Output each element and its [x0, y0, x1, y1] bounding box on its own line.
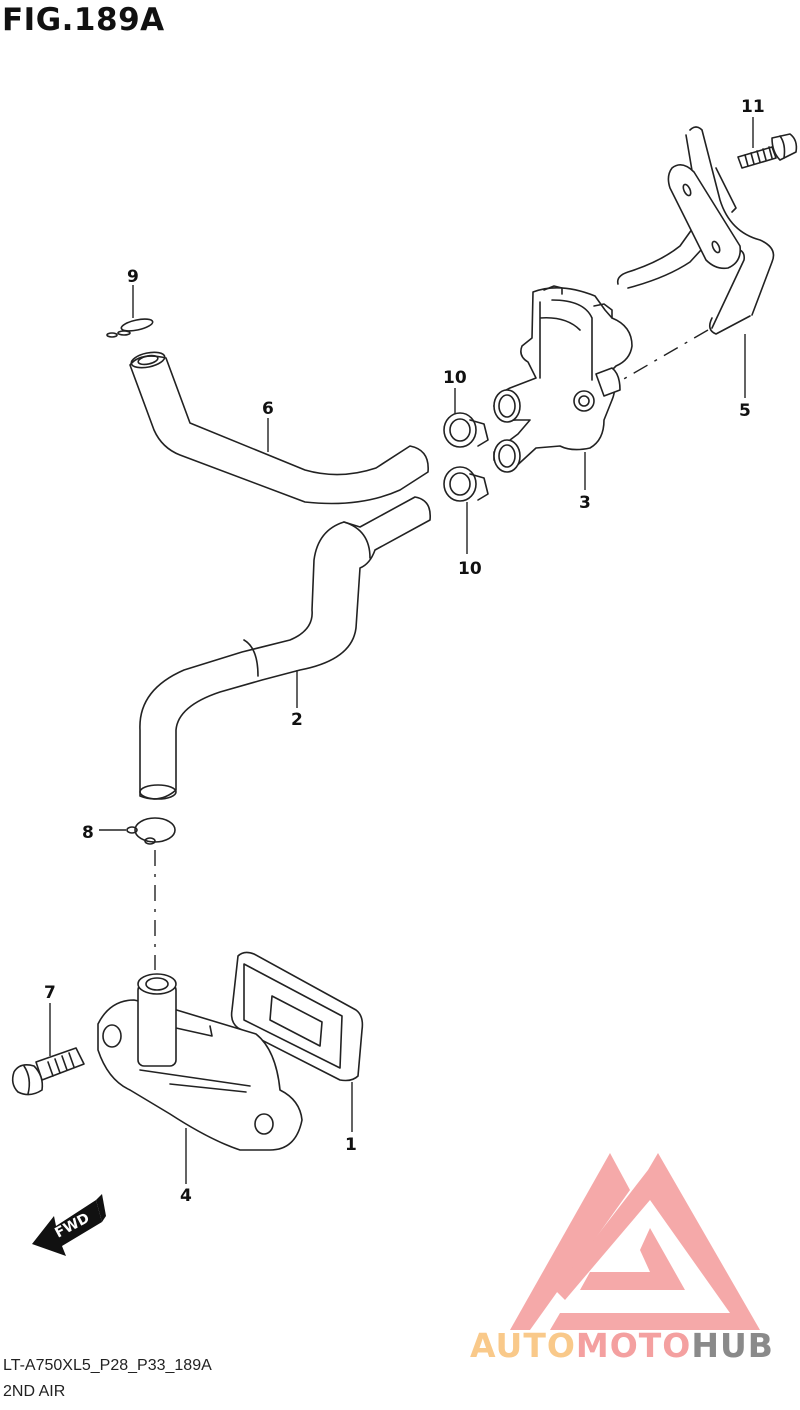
callout-2: 2: [291, 710, 303, 730]
figure-title: FIG.189A: [2, 2, 165, 38]
callout-10-lower: 10: [458, 559, 482, 579]
part-7-bolt[interactable]: [11, 1047, 85, 1096]
assembly-line-5: [621, 329, 709, 381]
callout-6: 6: [262, 399, 274, 419]
watermark-text-hub: HUB: [691, 1326, 774, 1365]
callout-10-upper: 10: [443, 368, 467, 388]
watermark-logo: [510, 1153, 760, 1330]
part-10-clamp-upper[interactable]: [443, 412, 489, 448]
watermark-text-auto: AUTO: [470, 1326, 576, 1365]
callout-8: 8: [82, 823, 94, 843]
part-9-clamp[interactable]: [106, 317, 154, 338]
watermark-text: AUTOMOTOHUB: [470, 1326, 774, 1365]
callout-11: 11: [741, 97, 765, 117]
fwd-arrow-icon: FWD: [32, 1194, 106, 1256]
part-3-valve[interactable]: [493, 285, 633, 473]
part-6-hose[interactable]: [129, 350, 429, 505]
part-2-hose[interactable]: [139, 496, 432, 800]
part-4-bracket[interactable]: [97, 973, 303, 1151]
part-1-gasket[interactable]: [230, 951, 364, 1082]
callout-5: 5: [739, 401, 751, 421]
watermark-text-moto: MOTO: [575, 1326, 692, 1365]
model-code: LT-A750XL5_P28_P33_189A: [3, 1357, 212, 1374]
section-name: 2ND AIR: [3, 1383, 66, 1400]
part-8-clamp[interactable]: [126, 817, 176, 845]
part-11-bolt[interactable]: [737, 133, 798, 169]
callout-9: 9: [127, 267, 139, 287]
callout-7: 7: [44, 983, 56, 1003]
part-5-pipe[interactable]: [616, 126, 775, 335]
part-10-clamp-lower[interactable]: [443, 466, 489, 502]
callout-3: 3: [579, 493, 591, 513]
callout-4: 4: [180, 1186, 192, 1206]
callout-1: 1: [345, 1135, 357, 1155]
